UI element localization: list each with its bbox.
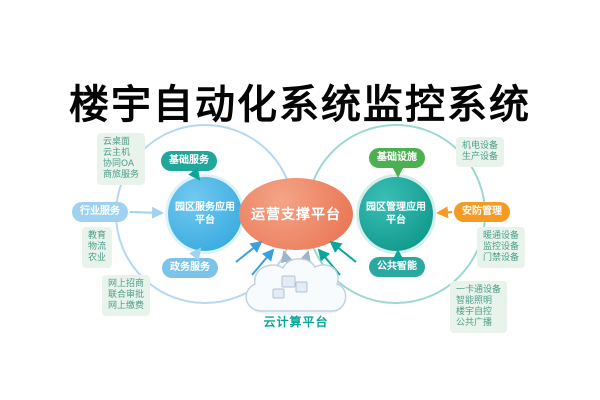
arrow-security-management <box>436 206 453 219</box>
label-item: 门禁设备 <box>483 253 520 263</box>
cloud-server-box <box>281 275 296 288</box>
label-item: 网上招商 <box>108 279 145 289</box>
label-item: 物流 <box>88 242 107 252</box>
left-platform-circle: 园区服务应用平台 <box>168 177 242 251</box>
label-group-mid-right: 暖通设备 监控设备 门禁设备 <box>477 227 526 268</box>
label-item: 云桌面 <box>103 137 131 147</box>
label-group-mid-left: 教育 物流 农业 <box>82 227 113 268</box>
label-group-bottom-right: 一卡通设备 智能照明 楼宇自控 公共广播 <box>450 281 508 333</box>
node-industry-services: 行业服务 <box>72 202 128 222</box>
node-government-services: 政务服务 <box>162 258 218 278</box>
arrow-industry-services <box>129 206 164 219</box>
label-group-top-right: 机电设备 生产设备 <box>456 137 505 167</box>
center-platform-ellipse: 运营支撑平台 <box>239 178 353 250</box>
arrow-cloud-to-center-2 <box>299 250 312 267</box>
label-item: 暖通设备 <box>483 231 520 241</box>
label-item: 商旅服务 <box>103 170 140 180</box>
arrow-left-to-center-2 <box>251 248 275 276</box>
label-group-bottom-left: 网上招商 联合审批 网上缴费 <box>102 275 151 316</box>
arrow-left-to-center-1 <box>235 240 263 263</box>
cloud-server-box <box>295 281 308 293</box>
label-item: 云主机 <box>103 148 131 158</box>
label-item: 监控设备 <box>483 242 520 252</box>
cloud-icon <box>245 258 347 312</box>
label-item: 生产设备 <box>462 152 499 162</box>
arrow-cloud-to-center-1 <box>280 250 293 267</box>
node-public-intelligence: 公共智能 <box>369 257 425 277</box>
label-item: 教育 <box>88 231 107 241</box>
center-platform-label: 运营支撑平台 <box>251 207 341 223</box>
label-item: 网上缴费 <box>108 301 145 311</box>
cloud-server-box <box>272 288 285 299</box>
label-item: 联合审批 <box>108 290 145 300</box>
right-platform-circle: 园区管理应用平台 <box>359 177 433 251</box>
label-item: 楼宇自控 <box>456 307 493 317</box>
arrow-right-to-center-2 <box>317 248 341 276</box>
label-item: 协同OA <box>103 159 135 169</box>
node-infrastructure: 基础设施 <box>369 148 425 168</box>
arrow-right-to-center-1 <box>329 240 357 263</box>
label-item: 一卡通设备 <box>456 285 502 295</box>
label-group-top-left: 云桌面 云主机 协同OA 商旅服务 <box>97 133 146 185</box>
right-platform-label: 园区管理应用平台 <box>366 202 426 226</box>
page-title: 楼宇自动化系统监控系统 <box>69 82 531 128</box>
label-item: 公共广播 <box>456 318 493 328</box>
cloud-platform-label: 云计算平台 <box>263 315 329 329</box>
label-item: 农业 <box>88 253 107 263</box>
left-platform-label: 园区服务应用平台 <box>175 202 235 226</box>
label-item: 机电设备 <box>462 141 499 151</box>
node-basic-services: 基础服务 <box>161 151 217 171</box>
node-security-management: 安防管理 <box>454 202 510 222</box>
label-item: 智能照明 <box>456 296 493 306</box>
